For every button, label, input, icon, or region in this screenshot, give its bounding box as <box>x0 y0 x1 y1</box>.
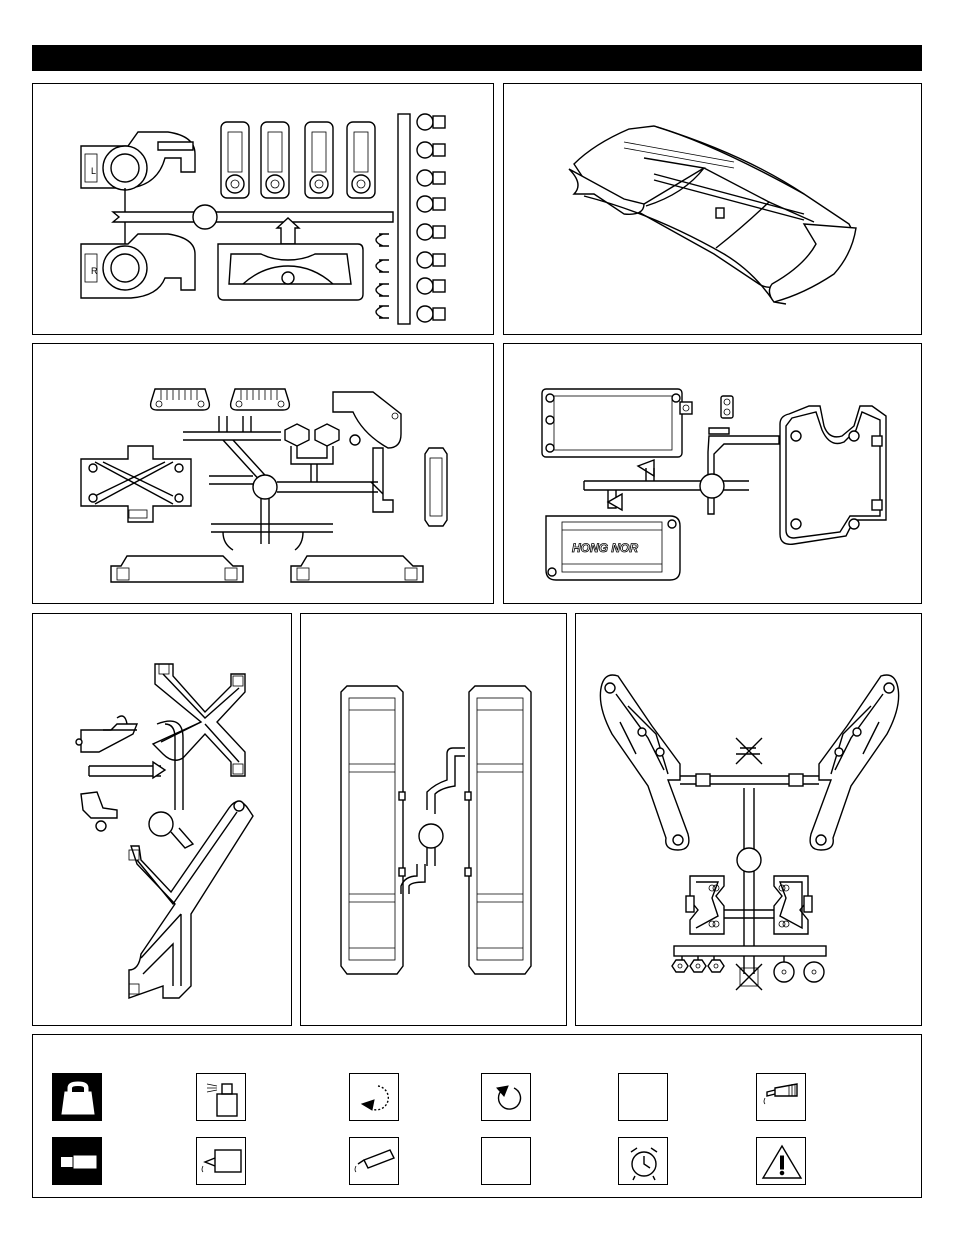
oil-bottle-icon <box>196 1137 246 1185</box>
spray-bottle-icon <box>196 1073 246 1121</box>
radio-tray-plate <box>780 406 886 544</box>
section-title-bar <box>32 45 922 71</box>
bumper-plate <box>218 244 363 300</box>
side-mark-right: R <box>91 266 98 276</box>
rotate-counterclockwise-icon <box>349 1073 399 1121</box>
hex-bar-icon <box>52 1137 102 1185</box>
rear-wing <box>503 83 922 335</box>
grease-tube-icon <box>756 1073 806 1121</box>
mount-block-right <box>774 876 812 934</box>
hub-carrier-left: L <box>81 132 195 206</box>
brand-label: HONG NOR <box>572 541 638 555</box>
ball-cup-column <box>417 114 445 322</box>
radio-box-lid <box>542 389 692 457</box>
rear-hub-carrier-parts-tree: L R <box>32 83 494 335</box>
side-guard-right <box>465 686 531 974</box>
alarm-clock-icon <box>618 1137 668 1185</box>
radio-box-base: HONG NOR <box>546 516 680 580</box>
rotate-loop-icon <box>481 1073 531 1121</box>
side-guard-left <box>341 686 405 974</box>
mount-plate <box>81 446 191 522</box>
weight-icon <box>52 1073 102 1121</box>
blank-square-icon <box>481 1137 531 1185</box>
symbol-legend <box>32 1034 922 1198</box>
chassis-brace-parts-tree <box>32 613 292 1026</box>
hub-carrier-right: R <box>81 229 195 298</box>
side-mark-left: L <box>91 166 96 176</box>
warning-icon <box>756 1137 806 1185</box>
side-guard-parts-tree <box>300 613 567 1026</box>
blank-square-icon <box>618 1073 668 1121</box>
mount-block-left <box>686 876 724 934</box>
radio-box-parts-tree: HONG NOR <box>503 343 922 604</box>
e-clip-column <box>376 234 389 318</box>
bumper-mount-parts-tree <box>32 343 494 604</box>
glue-tube-icon <box>349 1137 399 1185</box>
wing-mount-parts-tree <box>575 613 922 1026</box>
rod-end-row <box>221 122 375 198</box>
wing-body <box>569 126 856 304</box>
